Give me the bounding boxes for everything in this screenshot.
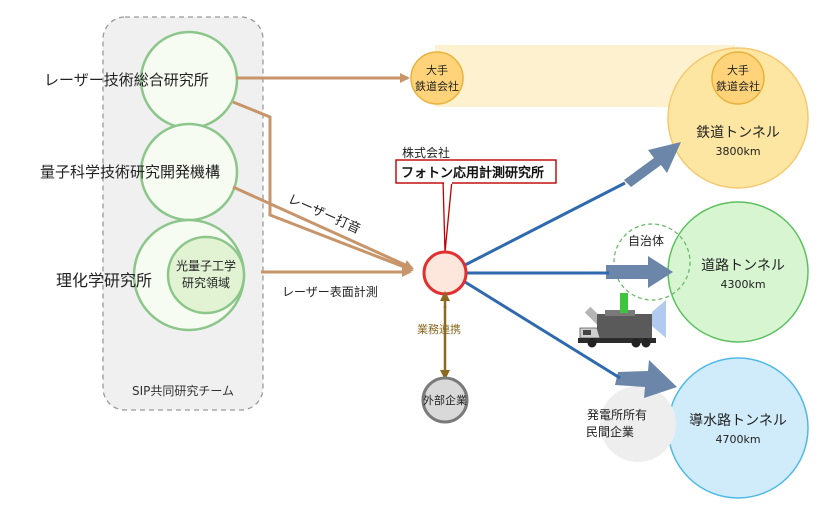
external-companies-circle	[421, 376, 469, 424]
company-callout-pointer	[442, 179, 453, 253]
rail-company-label-line2: 鉄道会社	[415, 79, 459, 93]
flow-label-laser-hammering: レーザー打音	[285, 191, 363, 237]
inspection-truck-icon	[578, 293, 666, 348]
power-company-circle	[600, 386, 676, 462]
member-label-qst: 量子科学技術研究開発機構	[40, 163, 220, 181]
business-link-label: 業務連携	[417, 322, 461, 336]
target-rail-partner-line1: 大手	[727, 63, 749, 77]
target-rail-partner-line2: 鉄道会社	[716, 79, 760, 93]
target-rail-length: 3800km	[715, 145, 760, 158]
target-circle-rail	[667, 47, 809, 189]
target-rail-partner-circle	[711, 51, 765, 105]
rail-company-label-line1: 大手	[426, 63, 448, 77]
big-arrow-to-water	[615, 360, 677, 398]
rail-company-circle	[410, 51, 464, 105]
center-node	[422, 250, 468, 296]
member-sub-label-line1: 光量子工学	[176, 258, 236, 273]
company-name: フォトン応用計測研究所	[401, 165, 544, 181]
member-circle-riken-inner	[166, 235, 246, 315]
power-company-label-line1: 発電所所有	[587, 408, 647, 422]
target-rail-name: 鉄道トンネル	[696, 125, 780, 141]
sip-team-title: SIP共同研究チーム	[132, 383, 234, 398]
member-sub-label-line2: 研究領域	[182, 275, 230, 290]
arrow-laser-institute-to-center	[232, 100, 414, 272]
big-arrow-to-road	[606, 256, 673, 288]
big-arrow-to-rail	[624, 142, 681, 187]
power-company-label-line2: 民間企業	[586, 424, 634, 439]
target-road-length: 4300km	[720, 278, 765, 291]
external-companies-label: 外部企業	[423, 393, 467, 407]
member-label-riken: 理化学研究所	[56, 271, 152, 290]
company-callout-box	[395, 159, 557, 184]
flow-label-laser-surface: レーザー表面計測	[282, 284, 378, 299]
company-prefix: 株式会社	[402, 145, 450, 160]
line-center-to-water	[464, 280, 621, 380]
target-water-length: 4700km	[715, 433, 760, 446]
target-water-name: 導水路トンネル	[689, 413, 787, 429]
municipality-label: 自治体	[628, 234, 664, 248]
arrow-qst-to-center	[232, 185, 414, 270]
member-label-laser-institute: レーザー技術総合研究所	[44, 71, 209, 89]
line-center-to-rail	[464, 181, 626, 267]
municipality-circle	[613, 223, 691, 301]
target-road-name: 道路トンネル	[701, 258, 785, 274]
